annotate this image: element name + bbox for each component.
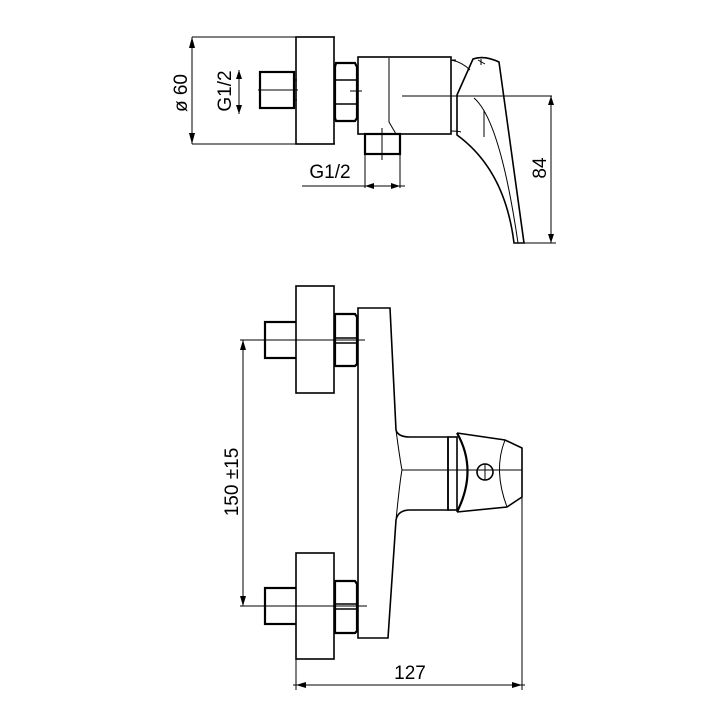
front-view: 150 ±15 127 (222, 285, 525, 690)
dimension-inlet-thread: G1/2 (215, 70, 242, 114)
center-distance-label: 150 ±15 (222, 448, 243, 517)
upper-connector (240, 285, 365, 394)
mixer-body-front (357, 307, 522, 639)
mixer-body (357, 56, 552, 135)
inlet-thread-label: G1/2 (215, 70, 236, 111)
lower-connector (240, 552, 367, 660)
dimension-center-distance: 150 ±15 (222, 340, 246, 606)
lever-height-label: 84 (530, 157, 551, 179)
dimension-depth: 127 (293, 448, 525, 690)
lever-handle (456, 56, 525, 244)
dimension-lever-height: 84 (524, 96, 556, 244)
inlet-fitting (258, 70, 298, 110)
outlet-thread-label: G1/2 (309, 162, 350, 183)
diameter-label: ø 60 (171, 74, 192, 112)
side-view: ø 60 G1/2 G1/2 84 (171, 36, 556, 244)
dimension-outlet-thread: G1/2 (302, 134, 405, 189)
handle-front (447, 432, 523, 513)
hex-nut (333, 61, 362, 123)
depth-label: 127 (394, 663, 426, 684)
dimension-diameter: ø 60 (171, 37, 195, 144)
